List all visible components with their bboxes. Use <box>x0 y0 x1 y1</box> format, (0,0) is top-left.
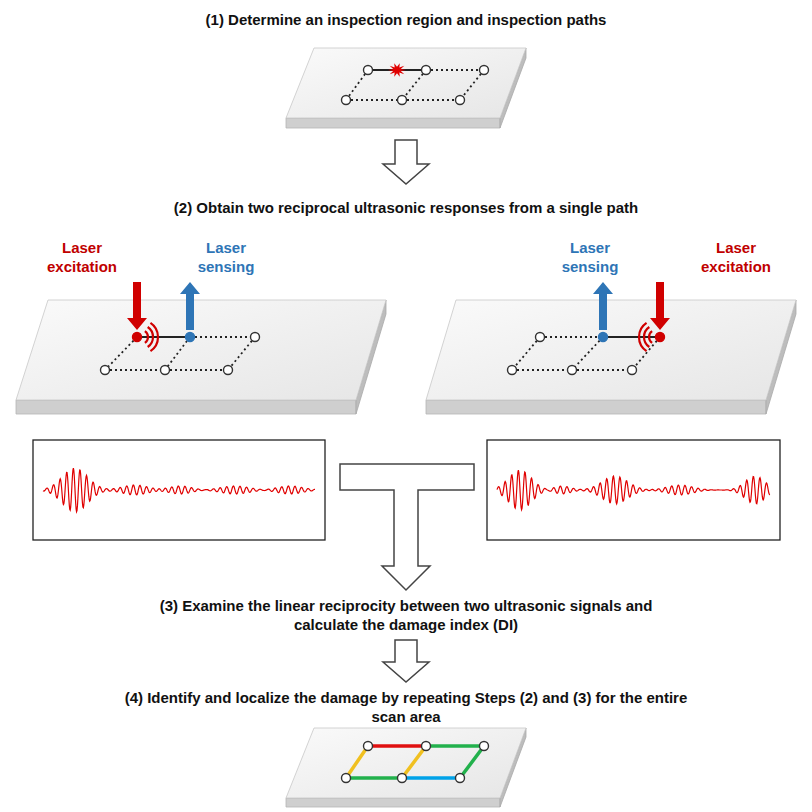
plot-frame <box>487 440 780 540</box>
inspection-path <box>165 369 228 371</box>
inspection-path <box>346 70 368 100</box>
inspection-point <box>480 66 489 75</box>
inspection-path <box>165 337 190 370</box>
inspection-point <box>186 333 195 342</box>
inspection-path <box>105 337 137 370</box>
inspection-path <box>402 70 426 100</box>
laser-arrow <box>180 282 200 330</box>
plate-edge <box>286 118 500 128</box>
wave-symbol <box>649 331 652 343</box>
inspection-point <box>628 366 637 375</box>
inspection-point <box>656 333 665 342</box>
inspection-point <box>422 66 431 75</box>
step-text: (2) Obtain two reciprocal ultrasonic res… <box>26 198 786 217</box>
inspection-path <box>346 99 402 101</box>
laser-arrow <box>127 282 147 330</box>
signal-plot <box>33 440 325 540</box>
laser-label: Laser sensing <box>184 238 268 276</box>
plate <box>286 728 526 807</box>
laser-label: Laser sensing <box>548 238 632 276</box>
wave-symbol <box>150 323 158 351</box>
inspection-path <box>512 369 572 371</box>
inspection-point <box>161 366 170 375</box>
laser-arrow <box>593 282 613 330</box>
merge-arrow <box>340 464 474 590</box>
signal-plot <box>487 440 780 540</box>
step-text: (4) Identify and localize the damage by … <box>111 688 701 726</box>
inspection-path <box>402 776 460 780</box>
laser-label: Laser excitation <box>694 238 778 276</box>
inspection-point <box>342 774 351 783</box>
plate <box>16 300 386 414</box>
inspection-path <box>572 369 632 371</box>
inspection-path <box>228 337 255 370</box>
inspection-point <box>251 333 260 342</box>
inspection-point <box>508 366 517 375</box>
inspection-point <box>480 742 489 751</box>
plate-surface <box>16 300 386 400</box>
inspection-path <box>426 69 484 71</box>
plate-surface <box>426 300 796 400</box>
plate-edge <box>286 798 500 807</box>
inspection-path <box>346 776 402 780</box>
inspection-path <box>572 337 603 370</box>
inspection-path <box>402 99 460 101</box>
inspection-point <box>536 333 545 342</box>
inspection-path <box>190 336 255 338</box>
inspection-point <box>422 742 431 751</box>
flow-arrow <box>383 140 429 184</box>
inspection-path <box>402 746 426 778</box>
inspection-point <box>342 96 351 105</box>
step-text: (3) Examine the linear reciprocity betwe… <box>126 596 686 634</box>
inspection-point <box>456 96 465 105</box>
plate-edge <box>16 400 356 414</box>
inspection-path <box>137 336 190 338</box>
plate <box>286 48 526 128</box>
inspection-point <box>101 366 110 375</box>
ultrasonic-signal <box>43 468 315 512</box>
plate-surface <box>286 728 526 798</box>
inspection-path <box>512 337 540 370</box>
plate-surface <box>286 48 526 118</box>
inspection-path <box>105 369 165 371</box>
inspection-path <box>346 746 368 778</box>
inspection-point <box>568 366 577 375</box>
wave-symbol <box>145 331 148 343</box>
inspection-point <box>364 742 373 751</box>
wave-symbol <box>644 327 649 347</box>
inspection-point <box>456 774 465 783</box>
damage-mark <box>388 63 406 77</box>
flow-arrow <box>383 640 429 682</box>
plate-edge <box>426 400 766 414</box>
inspection-point <box>224 366 233 375</box>
wave-symbol <box>148 327 153 347</box>
inspection-point <box>364 66 373 75</box>
inspection-path <box>540 336 603 338</box>
plate <box>426 300 796 414</box>
inspection-path <box>460 70 484 100</box>
laser-label: Laser excitation <box>40 238 124 276</box>
inspection-path <box>603 336 660 338</box>
inspection-path <box>426 744 484 748</box>
ultrasonic-signal <box>497 470 770 510</box>
inspection-point <box>599 333 608 342</box>
wave-symbol <box>639 323 647 351</box>
plot-frame <box>33 440 325 540</box>
inspection-point <box>398 96 407 105</box>
inspection-point <box>133 333 142 342</box>
step-text: (1) Determine an inspection region and i… <box>56 10 756 29</box>
laser-arrow <box>650 282 670 330</box>
inspection-point <box>398 774 407 783</box>
inspection-path <box>460 746 484 778</box>
inspection-path <box>368 744 426 748</box>
